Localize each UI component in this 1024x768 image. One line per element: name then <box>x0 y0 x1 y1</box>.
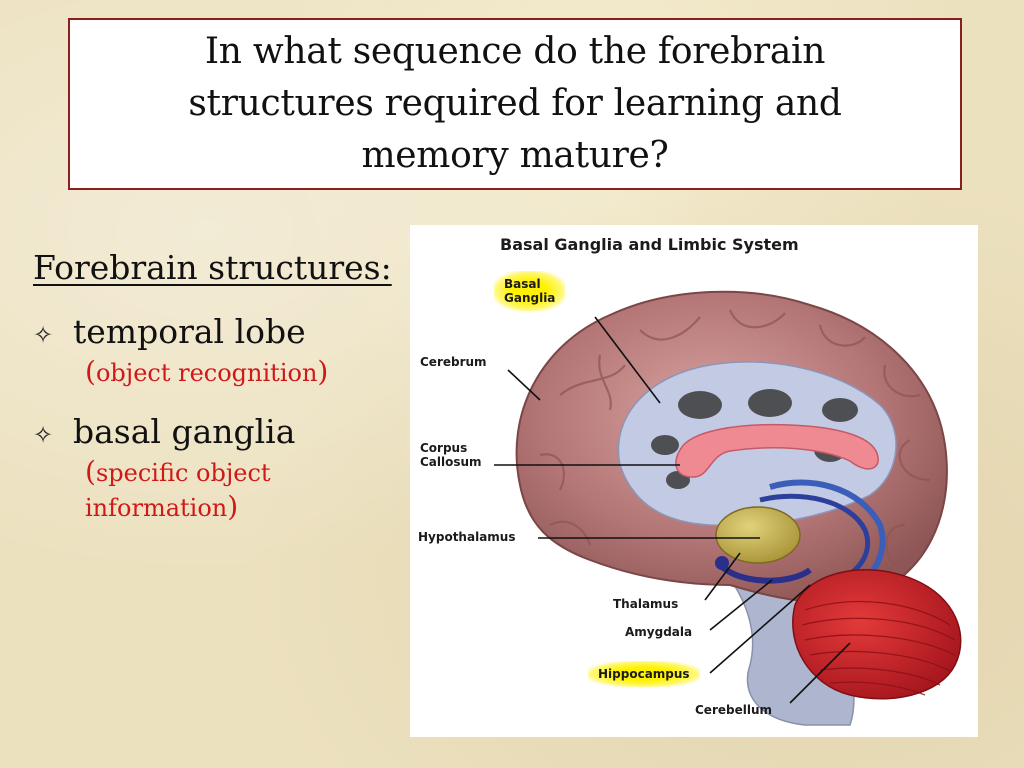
brain-illustration <box>494 290 962 726</box>
label-cerebellum: Cerebellum <box>695 703 773 717</box>
label-basal-ganglia: Basal Ganglia <box>494 271 566 311</box>
four-pointed-star-icon: ✧ <box>33 421 54 449</box>
forebrain-list: Forebrain structures: ✧ temporal lobe (o… <box>33 246 403 525</box>
figure-title: Basal Ganglia and Limbic System <box>500 235 799 254</box>
leader-lines <box>494 316 851 704</box>
label-cerebrum: Cerebrum <box>420 355 487 369</box>
label-corpus-callosum: Corpus Callosum <box>420 441 482 469</box>
bullet-temporal-lobe: ✧ temporal lobe (object recognition) <box>33 312 403 390</box>
bullet-text: temporal lobe <box>73 312 306 351</box>
label-hippocampus: Hippocampus <box>588 661 700 687</box>
label-thalamus: Thalamus <box>613 597 679 611</box>
brain-figure: Basal Ganglia and Limbic System Basal Ga… <box>410 225 978 737</box>
four-pointed-star-icon: ✧ <box>33 321 54 349</box>
thalamus <box>715 506 801 564</box>
bullet-text: basal ganglia <box>73 412 296 451</box>
cerebellum <box>792 569 962 700</box>
bullet-detail: (specific object information) <box>85 455 271 523</box>
bullet-detail: (object recognition) <box>85 355 329 388</box>
label-amygdala: Amygdala <box>625 625 693 639</box>
slide-title: In what sequence do the forebrain struct… <box>188 31 842 176</box>
label-hypothalamus: Hypothalamus <box>418 530 516 544</box>
title-box: In what sequence do the forebrain struct… <box>68 18 962 190</box>
forebrain-heading: Forebrain structures: <box>33 248 392 287</box>
bullet-basal-ganglia: ✧ basal ganglia (specific object informa… <box>33 412 403 525</box>
corpus-callosum <box>675 423 879 478</box>
